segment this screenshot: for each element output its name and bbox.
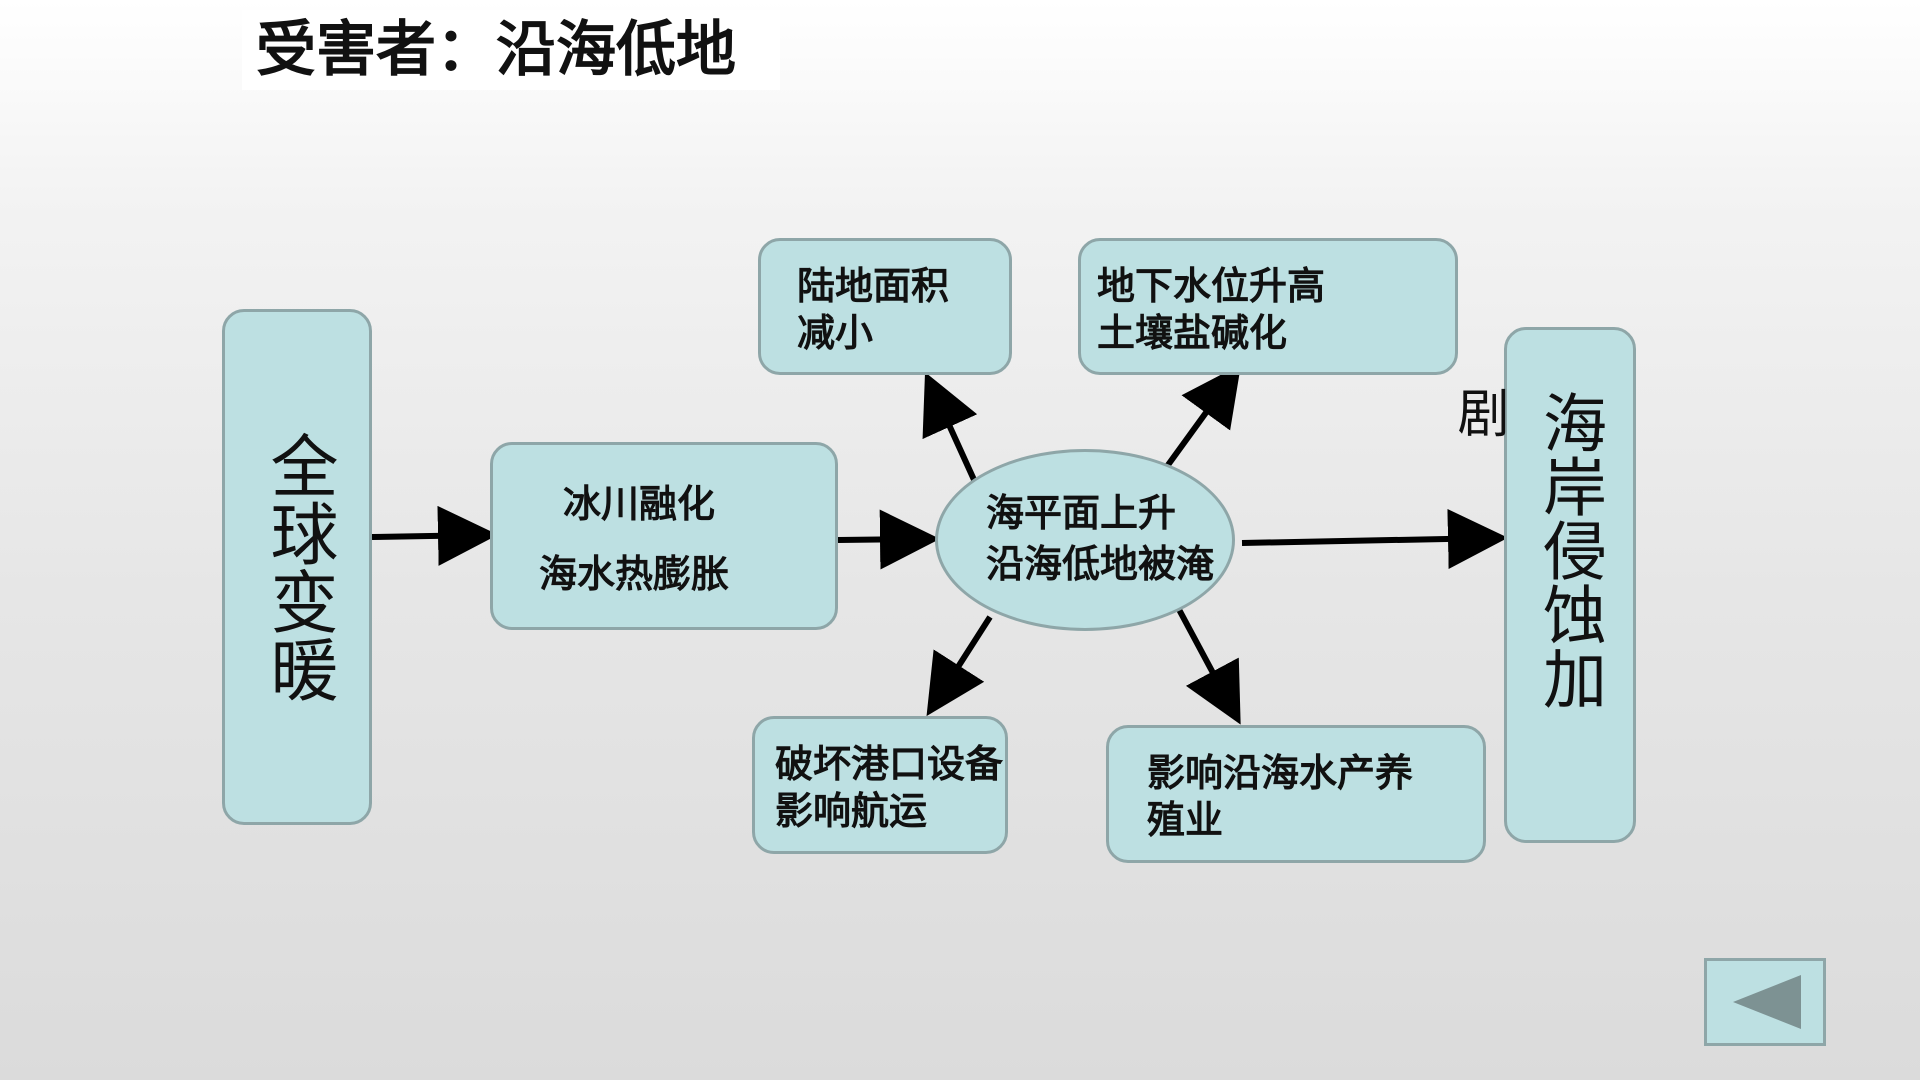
slide-title: 受害者：沿海低地 [242, 10, 780, 90]
arrow-warming-to-glacier [371, 505, 498, 566]
node-port-line1: 破坏港口设备 [775, 742, 1004, 786]
node-global-warming-label: 全球变暖 [258, 431, 337, 703]
node-land-area: 陆地面积 减小 [758, 238, 1012, 375]
node-coastal-erosion: 海岸侵蚀加 [1504, 327, 1636, 843]
node-glacier-line1: 冰川融化 [563, 482, 716, 526]
node-aquaculture-line1: 影响沿海水产养 [1147, 751, 1414, 795]
node-aquaculture-line2: 殖业 [1147, 798, 1224, 842]
arrow-sealevel-to-land [922, 372, 978, 484]
arrow-glacier-to-sealevel [837, 509, 940, 570]
node-erosion-main-label: 海岸侵蚀加 [1532, 390, 1606, 710]
node-land-area-line2: 减小 [797, 311, 874, 355]
back-button[interactable] [1704, 958, 1826, 1046]
node-port-line2: 影响航运 [775, 789, 928, 833]
node-global-warming: 全球变暖 [222, 309, 372, 825]
node-aquaculture: 影响沿海水产养 殖业 [1106, 725, 1486, 863]
arrow-sealevel-to-groundwater [1157, 364, 1242, 478]
arrow-sealevel-to-erosion [1241, 508, 1508, 569]
node-glacier-line2: 海水热膨胀 [539, 552, 730, 596]
node-erosion-tail-label: 剧 [1448, 386, 1508, 438]
node-port-damage: 破坏港口设备 影响航运 [752, 716, 1008, 854]
node-sea-level-rise: 海平面上升 沿海低地被淹 [935, 449, 1235, 631]
node-groundwater-line1: 地下水位升高 [1097, 264, 1326, 308]
left-triangle-icon [1733, 975, 1801, 1029]
node-land-area-line1: 陆地面积 [797, 264, 950, 308]
node-glacier-melting: 冰川融化 海水热膨胀 [490, 442, 838, 630]
node-sea-level-line1: 海平面上升 [986, 491, 1177, 535]
node-sea-level-line2: 沿海低地被淹 [986, 542, 1215, 586]
arrow-sealevel-to-port [926, 615, 993, 717]
node-groundwater: 地下水位升高 土壤盐碱化 [1078, 238, 1458, 375]
node-groundwater-line2: 土壤盐碱化 [1097, 311, 1288, 355]
arrow-sealevel-to-aquaculture [1172, 600, 1241, 725]
